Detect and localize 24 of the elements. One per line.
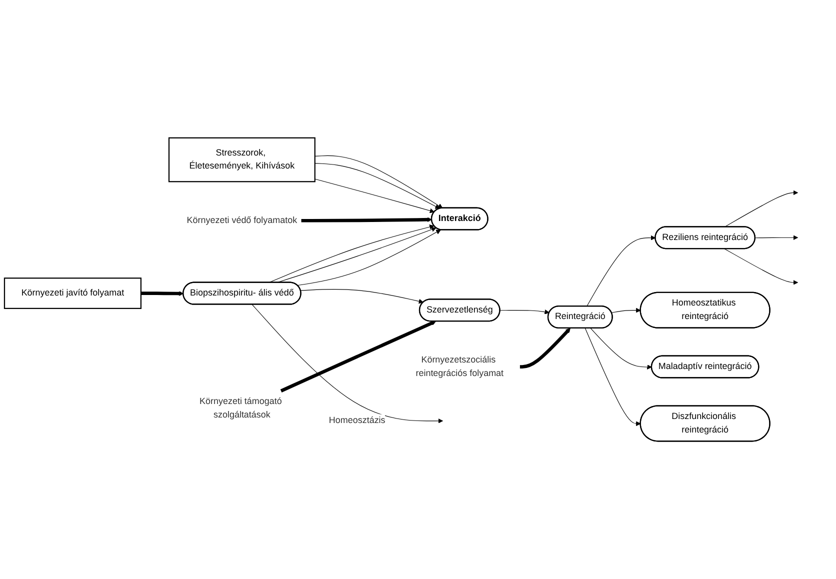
arrow	[252, 304, 444, 424]
arrow	[500, 309, 550, 314]
arrow	[611, 308, 641, 313]
arrow	[300, 288, 424, 304]
arrow	[724, 190, 798, 228]
arrow	[140, 291, 184, 296]
arrow	[754, 235, 798, 240]
node-text: Környezetszociális reintegrációs folyamat	[416, 355, 504, 378]
arrow	[314, 178, 435, 214]
node-text: Környezeti támogató szolgáltatások	[200, 396, 282, 420]
arrow	[584, 328, 641, 426]
arrow	[586, 235, 656, 307]
arrow	[314, 155, 443, 208]
node-box: Stresszorok, Életesemények, Kihívások	[168, 137, 316, 182]
edge-label: Homeosztázis	[328, 416, 386, 426]
arrow	[590, 328, 652, 370]
arrow	[301, 217, 432, 222]
node-box: Környezeti javító folyamat	[4, 278, 142, 309]
arrow	[314, 163, 440, 209]
node-text: Környezeti védő folyamatok	[186, 216, 298, 226]
arrow	[520, 328, 570, 368]
arrow	[280, 320, 436, 392]
arrow	[724, 248, 798, 285]
arrow	[297, 230, 441, 286]
